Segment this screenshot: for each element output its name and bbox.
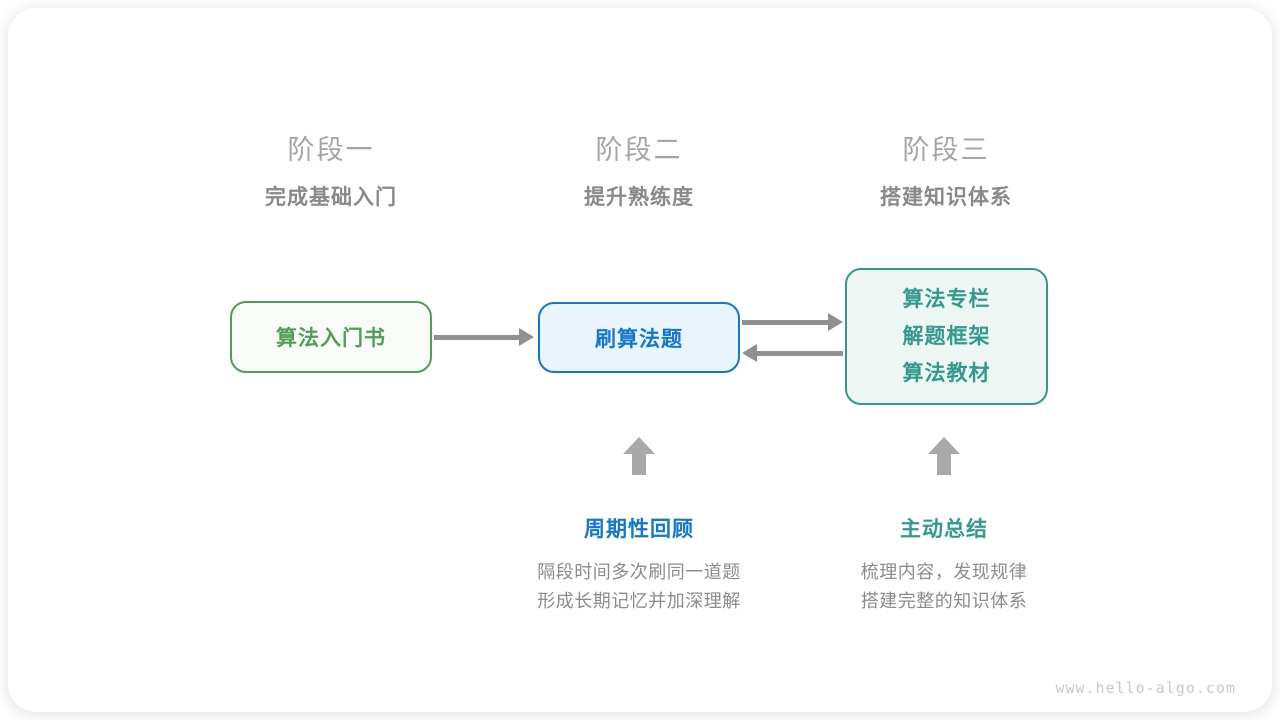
node-knowledge-line-1: 算法专栏 [902, 288, 991, 311]
annotation-active-summary-desc: 梳理内容，发现规律 搭建完整的知识体系 [861, 558, 1028, 616]
arrow-shaft [757, 350, 843, 356]
arrow-right-head-icon [828, 313, 843, 331]
arrow-shaft [434, 334, 519, 340]
desc-line: 搭建完整的知识体系 [860, 591, 1028, 611]
node-intro-book: 算法入门书 [230, 301, 432, 373]
arrow-practice-to-knowledge [742, 313, 843, 331]
node-practice-problems-label: 刷算法题 [595, 327, 683, 351]
arrow-left-head-icon [742, 344, 757, 362]
node-knowledge-sources: 算法专栏 解题框架 算法教材 [845, 268, 1048, 405]
node-knowledge-line-2: 解题框架 [902, 325, 991, 348]
annotation-periodic-review-desc: 隔段时间多次刷同一道题 形成长期记忆并加深理解 [537, 558, 741, 616]
stage-1-subtitle: 完成基础入门 [265, 186, 397, 209]
node-practice-problems: 刷算法题 [538, 302, 740, 373]
annotation-periodic-review-label: 周期性回顾 [584, 518, 694, 541]
stage-3-subtitle: 搭建知识体系 [880, 186, 1012, 209]
desc-line: 形成长期记忆并加深理解 [537, 591, 741, 611]
node-knowledge-line-3: 算法教材 [902, 362, 991, 385]
up-arrow-summary-icon [928, 437, 960, 475]
node-intro-book-label: 算法入门书 [276, 327, 386, 350]
site-watermark: www.hello-algo.com [1055, 679, 1236, 697]
annotation-active-summary-label: 主动总结 [900, 518, 988, 541]
arrow-knowledge-to-practice [742, 344, 843, 362]
stage-2-title: 阶段二 [595, 135, 683, 165]
arrow-book-to-practice [434, 328, 534, 346]
arrow-right-head-icon [519, 328, 534, 346]
desc-line: 梳理内容，发现规律 [860, 562, 1028, 582]
stage-3-title: 阶段三 [902, 135, 990, 165]
desc-line: 隔段时间多次刷同一道题 [537, 562, 741, 582]
stage-2-subtitle: 提升熟练度 [584, 186, 694, 209]
stage-1-title: 阶段一 [287, 135, 375, 165]
arrow-shaft [742, 319, 828, 325]
up-arrow-review-icon [623, 437, 655, 475]
